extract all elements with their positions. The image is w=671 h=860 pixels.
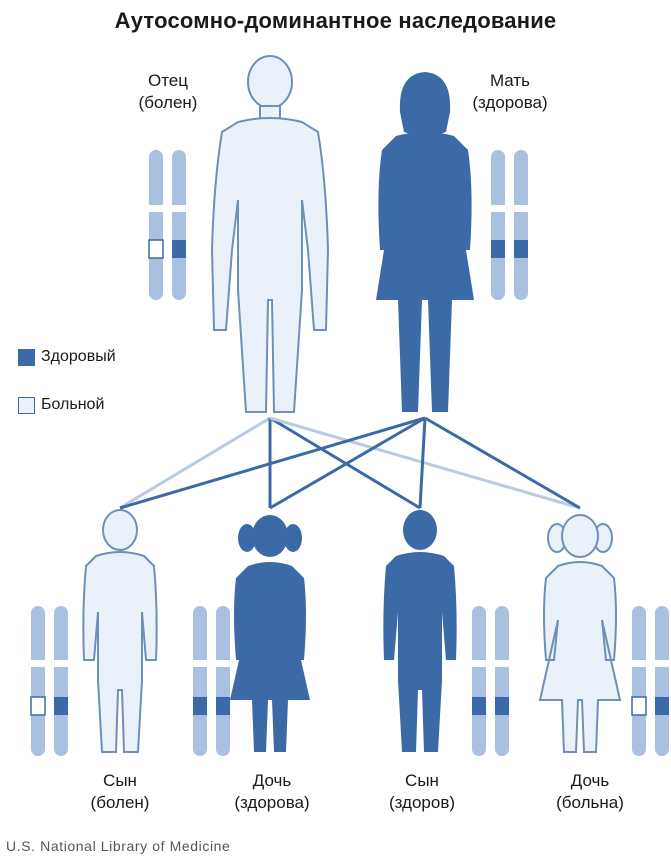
inheritance-lines — [120, 418, 580, 508]
mother-chromosomes — [491, 150, 528, 300]
healthy-swatch — [18, 349, 35, 366]
father-figure — [212, 56, 328, 412]
child-label-son1: Сын (болен) — [60, 770, 180, 814]
daughter1-figure — [230, 515, 310, 752]
child-label-daughter2: Дочь (больна) — [530, 770, 650, 814]
son1-figure — [83, 510, 156, 752]
legend-healthy: Здоровый — [18, 348, 116, 366]
son2-label-status: (здоров) — [362, 792, 482, 814]
mother-label-status: (здорова) — [450, 92, 570, 114]
father-chromosomes — [149, 150, 186, 300]
father-to-son1-line — [120, 418, 270, 508]
mother-to-daughter2-line — [425, 418, 580, 508]
legend-affected: Больной — [18, 396, 104, 414]
affected-swatch — [18, 397, 35, 414]
daughter2-chromosomes — [632, 606, 669, 756]
father-label-status: (болен) — [108, 92, 228, 114]
father-label: Отец (болен) — [108, 70, 228, 114]
mother-label: Мать (здорова) — [450, 70, 570, 114]
son1-label-name: Сын — [60, 770, 180, 792]
legend-healthy-label: Здоровый — [41, 348, 116, 366]
daughter1-label-name: Дочь — [212, 770, 332, 792]
daughter2-label-status: (больна) — [530, 792, 650, 814]
father-label-name: Отец — [108, 70, 228, 92]
child-label-son2: Сын (здоров) — [362, 770, 482, 814]
mother-to-son1-line — [120, 418, 425, 508]
son1-chromosomes — [31, 606, 68, 756]
daughter1-chromosomes — [193, 606, 230, 756]
son2-label-name: Сын — [362, 770, 482, 792]
diagram-title: Аутосомно-доминантное наследование — [0, 8, 671, 34]
mother-label-name: Мать — [450, 70, 570, 92]
source-credit: U.S. National Library of Medicine — [6, 838, 230, 854]
son2-chromosomes — [472, 606, 509, 756]
child-label-daughter1: Дочь (здорова) — [212, 770, 332, 814]
daughter1-label-status: (здорова) — [212, 792, 332, 814]
son1-label-status: (болен) — [60, 792, 180, 814]
legend-affected-label: Больной — [41, 396, 104, 414]
son2-figure — [383, 510, 456, 752]
daughter2-figure — [540, 515, 620, 752]
daughter2-label-name: Дочь — [530, 770, 650, 792]
mother-figure — [376, 72, 474, 412]
